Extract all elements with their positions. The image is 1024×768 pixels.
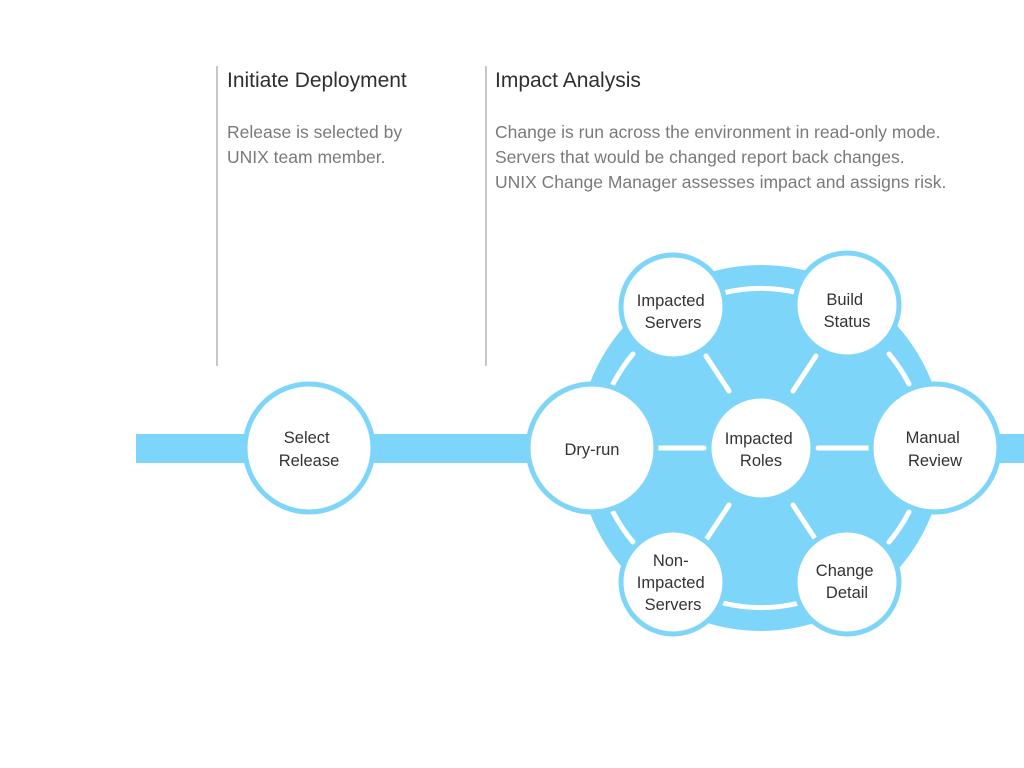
node-label-line: Roles (740, 452, 782, 470)
node-label-line: Dry-run (564, 441, 619, 459)
node-label-line: Impacted (637, 292, 705, 310)
impact-analysis-title: Impact Analysis (495, 69, 641, 92)
initiate-deployment-title: Initiate Deployment (227, 69, 407, 92)
node-circle (525, 381, 659, 515)
node-label: Impacted Roles (725, 430, 797, 470)
node-circle (868, 381, 1002, 515)
description-line: UNIX team member. (227, 147, 386, 167)
node-label-line: Status (824, 313, 871, 331)
node-impacted-servers: Impacted Servers (618, 252, 728, 362)
node-manual-review: Manual Review (868, 381, 1002, 515)
description-line: Change is run across the environment in … (495, 122, 941, 142)
node-non-impacted-servers: Non- Impacted Servers (618, 527, 728, 637)
ring-segment (720, 285, 802, 296)
node-label-line: Servers (645, 314, 702, 332)
spoke (790, 502, 819, 543)
node-circle (242, 381, 376, 515)
node-circle (618, 527, 728, 637)
node-label: Select Release (279, 429, 340, 470)
initiate-deployment-description: Release is selected by UNIX team member. (227, 120, 402, 170)
ring-segment (720, 600, 802, 611)
ring-segment (886, 351, 912, 387)
node-label-line: Build (826, 291, 863, 309)
spoke (703, 353, 732, 394)
node-dry-run: Dry-run (525, 381, 659, 515)
description-line: UNIX Change Manager assesses impact and … (495, 172, 947, 192)
divider-initiate-deployment (216, 66, 218, 366)
node-label-line: Servers (645, 596, 702, 614)
node-change-detail: Change Detail (792, 527, 902, 637)
node-label-line: Impacted (637, 574, 705, 592)
ring-segment (610, 351, 636, 387)
node-label-line: Review (908, 452, 962, 470)
node-build-status: Build Status (792, 250, 902, 360)
ring-segment (886, 509, 912, 545)
description-line: Release is selected by (227, 122, 403, 142)
node-label: Manual Review (906, 429, 965, 470)
node-label-line: Detail (826, 584, 868, 602)
cluster-ring (610, 285, 912, 611)
node-label-line: Select (284, 429, 330, 447)
node-impacted-roles: Impacted Roles (706, 393, 816, 503)
node-label: Non- Impacted Servers (637, 552, 709, 614)
node-label: Build Status (824, 291, 871, 331)
node-label-line: Change (816, 562, 874, 580)
node-label-line: Non- (653, 552, 689, 570)
node-label-line: Manual (906, 429, 960, 447)
spoke (703, 502, 732, 543)
node-label: Impacted Servers (637, 292, 709, 332)
node-circle (792, 250, 902, 360)
cluster-spokes (651, 353, 871, 543)
ring-segment (610, 509, 636, 545)
node-label-line: Impacted (725, 430, 793, 448)
divider-impact-analysis (485, 66, 487, 366)
node-circle (618, 252, 728, 362)
node-circle (706, 393, 816, 503)
node-label-line: Release (279, 452, 340, 470)
node-select-release: Select Release (242, 381, 376, 515)
node-circle (792, 527, 902, 637)
node-label: Dry-run (564, 441, 619, 459)
node-label: Change Detail (816, 562, 878, 602)
description-line: Servers that would be changed report bac… (495, 147, 905, 167)
impact-analysis-description: Change is run across the environment in … (495, 120, 946, 195)
spoke (790, 353, 819, 394)
